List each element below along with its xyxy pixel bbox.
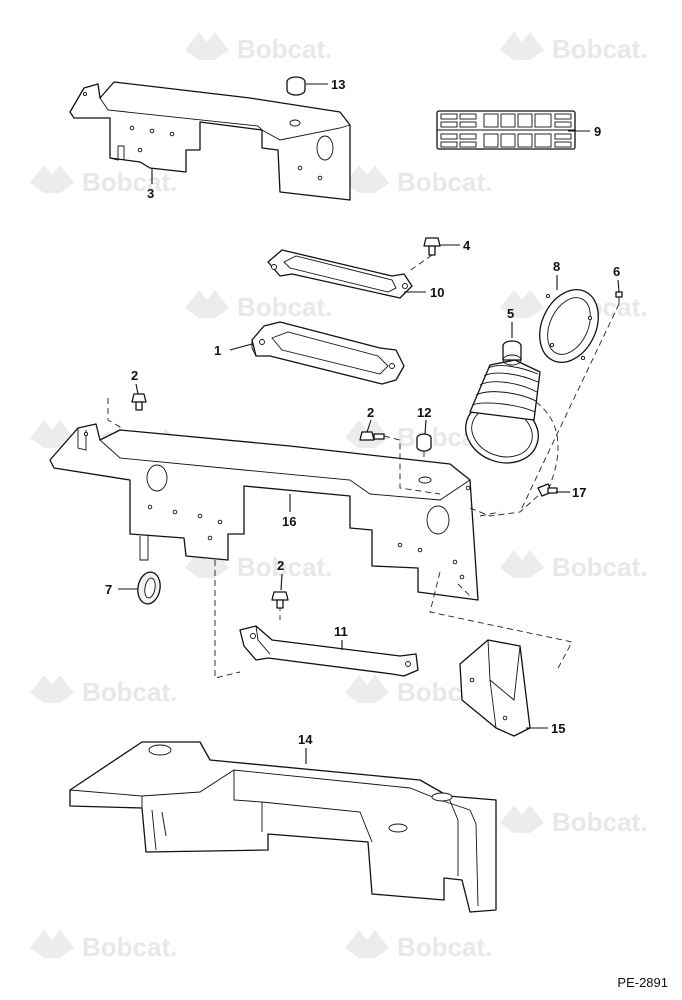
watermark: Bobcat. [185, 290, 332, 322]
callout-17: 17 [572, 485, 586, 500]
bobcat-logo-icon [345, 675, 389, 703]
callout-11: 11 [334, 624, 348, 639]
watermark-text: Bobcat. [237, 292, 332, 322]
leader-lines [118, 83, 620, 764]
watermark-text: Bobcat. [237, 34, 332, 64]
watermark-text: Bobcat. [552, 34, 647, 64]
callout-5: 5 [507, 306, 514, 321]
watermark: Bobcat. [345, 165, 492, 197]
callout-1: 1 [214, 343, 221, 358]
bobcat-logo-icon [30, 930, 74, 958]
part-5-boot [465, 340, 541, 464]
watermark: Bobcat. [500, 550, 647, 582]
watermark-text: Bobcat. [397, 167, 492, 197]
watermark: Bobcat. [500, 32, 647, 64]
watermark-text: Bobcat. [552, 807, 647, 837]
part-11-bar [239, 625, 419, 677]
callout-3: 3 [147, 186, 154, 201]
bobcat-logo-icon [185, 290, 229, 318]
bobcat-logo-icon [345, 165, 389, 193]
callout-labels: 13 9 3 4 10 1 8 6 5 2 2 12 17 16 7 2 11 … [105, 77, 620, 747]
part-2-screw-a [107, 393, 147, 429]
watermark: Bobcat. [30, 165, 177, 197]
callout-9: 9 [594, 124, 601, 139]
part-13-plug [286, 76, 306, 96]
callout-15: 15 [551, 721, 565, 736]
bobcat-logo-icon [500, 32, 544, 60]
part-10-gasket [267, 249, 413, 299]
callout-6: 6 [613, 264, 620, 279]
callout-12: 12 [417, 405, 431, 420]
watermark: Bobcat. [30, 930, 177, 962]
watermark-text: Bobcat. [82, 932, 177, 962]
watermark: Bobcat. [30, 675, 177, 707]
callout-4: 4 [463, 238, 471, 253]
callout-10: 10 [430, 285, 444, 300]
callout-16: 16 [282, 514, 296, 529]
part-1-plate [251, 321, 405, 385]
bobcat-logo-icon [30, 420, 74, 448]
part-7-grommet [137, 571, 161, 605]
watermark-text: Bobcat. [82, 167, 177, 197]
part-17-screw [537, 483, 558, 497]
bobcat-logo-icon [345, 930, 389, 958]
assembly-lines [214, 401, 573, 679]
callout-14: 14 [298, 732, 313, 747]
callout-13: 13 [331, 77, 345, 92]
watermark-text: Bobcat. [82, 677, 177, 707]
part-2-screw-b [359, 431, 385, 441]
watermark-text: Bobcat. [237, 552, 332, 582]
bobcat-logo-icon [30, 675, 74, 703]
callout-7: 7 [105, 582, 112, 597]
watermark: Bobcat. [345, 930, 492, 962]
watermark-text: Bobcat. [552, 552, 647, 582]
bobcat-logo-icon [30, 165, 74, 193]
callout-8: 8 [553, 259, 560, 274]
callout-2-left: 2 [131, 368, 138, 383]
watermark-text: Bobcat. [397, 932, 492, 962]
part-9-decal [436, 110, 576, 150]
part-15-bracket [459, 639, 531, 737]
bobcat-logo-icon [185, 32, 229, 60]
callout-2-lower: 2 [277, 558, 284, 573]
part-4-screw [407, 237, 441, 273]
bobcat-logo-icon [500, 805, 544, 833]
part-8-ring-plate [539, 289, 599, 363]
part-16-main-bracket [49, 423, 479, 601]
part-3-upper-bracket [69, 81, 351, 201]
part-14-foam-insulator [69, 741, 497, 913]
bobcat-logo-icon [500, 550, 544, 578]
watermark: Bobcat. [500, 805, 647, 837]
watermark: Bobcat. [185, 32, 332, 64]
part-2-screw-c [271, 591, 289, 609]
drawing-code: PE-2891 [617, 975, 668, 990]
callout-2-center: 2 [367, 405, 374, 420]
bobcat-logo-icon [500, 290, 544, 318]
